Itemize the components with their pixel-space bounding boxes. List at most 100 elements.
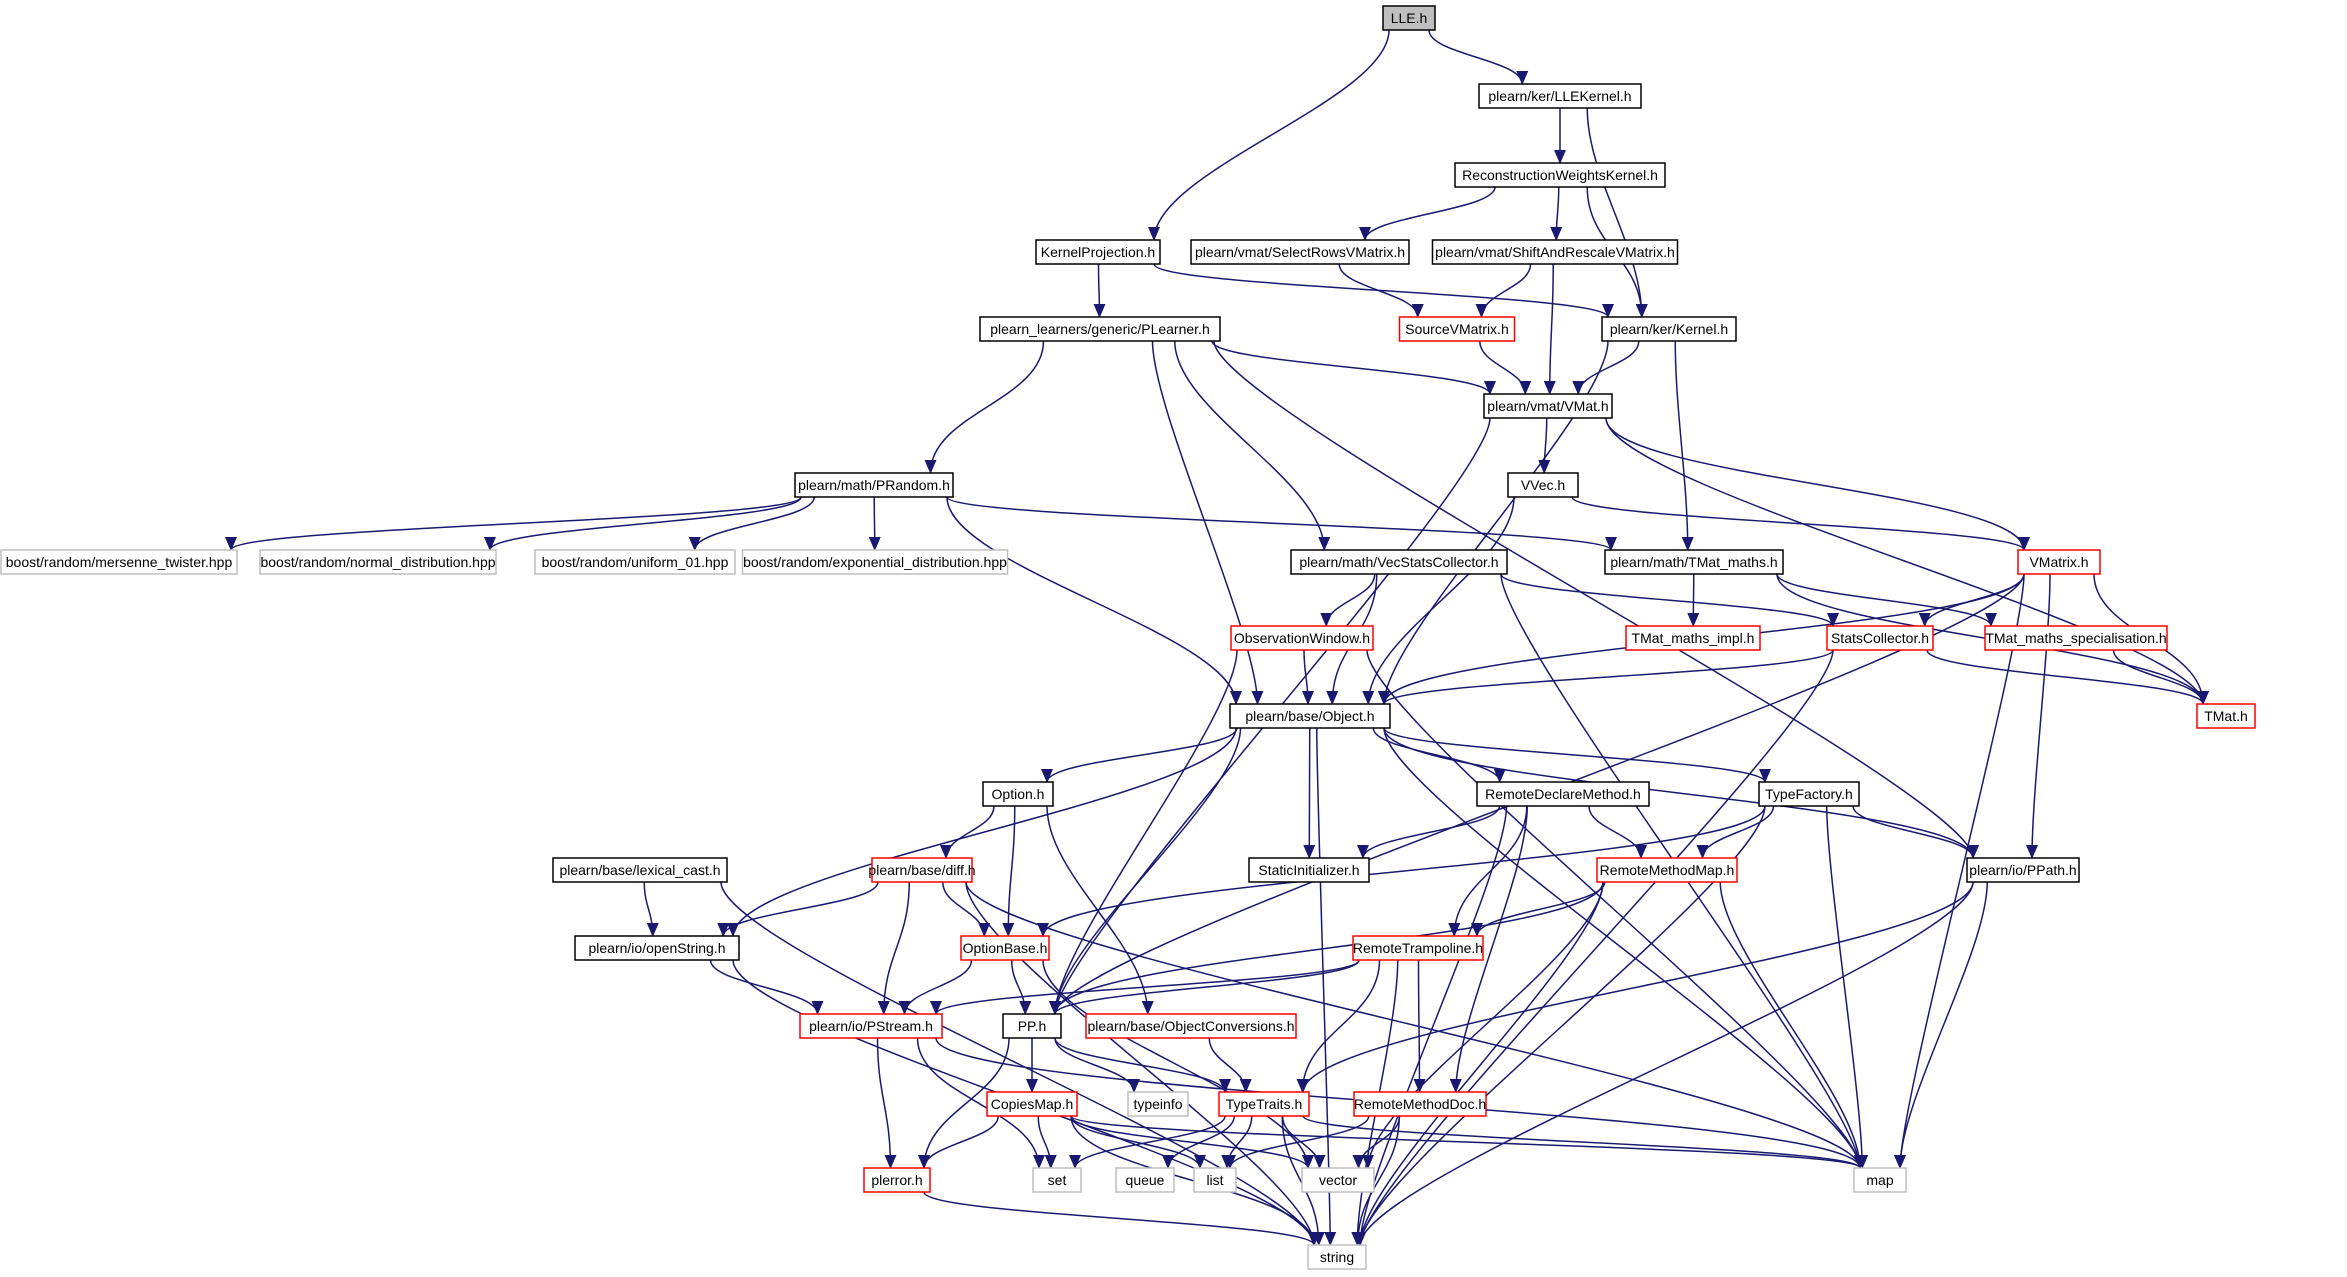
- node-tmatimpl[interactable]: TMat_maths_impl.h: [1625, 625, 1761, 651]
- node-vecstats[interactable]: plearn/math/VecStatsCollector.h: [1290, 549, 1508, 575]
- edge-lle-to-kproj: [1148, 29, 1390, 241]
- node-label: plearn_learners/generic/PLearner.h: [990, 321, 1209, 337]
- node-box: [1758, 781, 1860, 807]
- node-remdecl[interactable]: RemoteDeclareMethod.h: [1476, 781, 1650, 807]
- node-remdoc[interactable]: RemoteMethodDoc.h: [1353, 1091, 1487, 1117]
- node-pstream[interactable]: plearn/io/PStream.h: [799, 1013, 943, 1039]
- node-lexcast[interactable]: plearn/base/lexical_cast.h: [552, 857, 728, 883]
- node-vmat[interactable]: plearn/vmat/VMat.h: [1483, 393, 1613, 419]
- edge-copiesmap-to-list: [1070, 1115, 1206, 1169]
- node-label: ReconstructionWeightsKernel.h: [1462, 167, 1658, 183]
- node-remmap[interactable]: RemoteMethodMap.h: [1596, 857, 1738, 883]
- edge-diff-to-pstream: [877, 881, 910, 1015]
- node-map[interactable]: map: [1853, 1167, 1907, 1193]
- edge-tmatspec-to-tmat: [2112, 649, 2209, 705]
- node-label: boost/random/exponential_distribution.hp…: [743, 554, 1007, 570]
- edge-vmatrix-to-ppath: [2026, 573, 2051, 859]
- node-label: LLE.h: [1391, 10, 1428, 26]
- node-tmatmaths[interactable]: plearn/math/TMat_maths.h: [1604, 549, 1784, 575]
- node-box: [1193, 1167, 1237, 1193]
- node-label: SourceVMatrix.h: [1405, 321, 1508, 337]
- node-diff[interactable]: plearn/base/diff.h: [868, 857, 976, 883]
- node-staticinit[interactable]: StaticInitializer.h: [1248, 857, 1370, 883]
- node-openstr[interactable]: plearn/io/openString.h: [574, 935, 740, 961]
- node-shiftres[interactable]: plearn/vmat/ShiftAndRescaleVMatrix.h: [1431, 239, 1679, 265]
- node-string[interactable]: string: [1307, 1244, 1367, 1270]
- node-label: ObservationWindow.h: [1234, 630, 1370, 646]
- edge-lexcast-to-string: [720, 881, 1320, 1246]
- node-ppath[interactable]: plearn/io/PPath.h: [1966, 857, 2080, 883]
- node-lle[interactable]: LLE.h: [1382, 5, 1436, 31]
- node-llekernel[interactable]: plearn/ker/LLEKernel.h: [1478, 83, 1642, 109]
- node-normald[interactable]: boost/random/normal_distribution.hpp: [259, 549, 497, 575]
- edge-diff-to-string: [965, 881, 1320, 1246]
- edge-object-to-typefac: [1383, 727, 1771, 783]
- edge-ppath-to-string: [1354, 881, 1974, 1246]
- node-kernel[interactable]: plearn/ker/Kernel.h: [1601, 316, 1737, 342]
- node-box: [960, 935, 1050, 961]
- edge-lle-to-llekernel: [1428, 29, 1529, 85]
- edge-sourcevm-to-vmat: [1479, 340, 1532, 395]
- node-tmat[interactable]: TMat.h: [2196, 703, 2256, 729]
- node-remtramp[interactable]: RemoteTrampoline.h: [1352, 935, 1484, 961]
- node-mersenne[interactable]: boost/random/mersenne_twister.hpp: [0, 549, 238, 575]
- node-option[interactable]: Option.h: [982, 781, 1054, 807]
- edge-prandom-to-uniform: [688, 496, 815, 551]
- node-label: CopiesMap.h: [991, 1096, 1074, 1112]
- node-optbase[interactable]: OptionBase.h: [960, 935, 1050, 961]
- node-label: TMat_maths_impl.h: [1632, 630, 1755, 646]
- edge-kernel-to-object: [1378, 340, 1609, 705]
- node-typefac[interactable]: TypeFactory.h: [1758, 781, 1860, 807]
- node-label: OptionBase.h: [963, 940, 1048, 956]
- node-box: [1190, 239, 1410, 265]
- node-label: RemoteMethodMap.h: [1600, 862, 1735, 878]
- node-kproj[interactable]: KernelProjection.h: [1035, 239, 1161, 265]
- node-prandom[interactable]: plearn/math/PRandom.h: [794, 472, 954, 498]
- node-list[interactable]: list: [1193, 1167, 1237, 1193]
- node-vector[interactable]: vector: [1301, 1167, 1375, 1193]
- node-copiesmap[interactable]: CopiesMap.h: [986, 1091, 1078, 1117]
- node-box: [1398, 316, 1516, 342]
- node-obswin[interactable]: ObservationWindow.h: [1230, 625, 1374, 651]
- node-label: queue: [1126, 1172, 1165, 1188]
- node-pp[interactable]: PP.h: [1002, 1013, 1062, 1039]
- node-plearner[interactable]: plearn_learners/generic/PLearner.h: [979, 316, 1221, 342]
- node-typeinfo[interactable]: typeinfo: [1127, 1091, 1189, 1117]
- node-uniform[interactable]: boost/random/uniform_01.hpp: [534, 549, 736, 575]
- node-vmatrix[interactable]: VMatrix.h: [2017, 549, 2101, 575]
- edge-pp-to-typeinfo: [1054, 1037, 1140, 1093]
- node-object[interactable]: plearn/base/Object.h: [1229, 703, 1391, 729]
- node-label: plearn/base/lexical_cast.h: [559, 862, 720, 878]
- edge-option-to-diff: [940, 805, 995, 859]
- edge-copiesmap-to-perror: [918, 1115, 999, 1169]
- edge-option-to-optbase: [1002, 805, 1016, 937]
- edge-plearner-to-object: [1151, 340, 1264, 705]
- node-objconv[interactable]: plearn/base/ObjectConversions.h: [1085, 1013, 1297, 1039]
- node-vvec[interactable]: VVec.h: [1507, 472, 1579, 498]
- node-typetraits[interactable]: TypeTraits.h: [1218, 1091, 1310, 1117]
- edge-prandom-to-normald: [484, 496, 802, 551]
- edge-typefac-to-map: [1826, 805, 1869, 1169]
- node-perror[interactable]: plerror.h: [863, 1167, 931, 1193]
- node-sourcevm[interactable]: SourceVMatrix.h: [1398, 316, 1516, 342]
- node-label: plearn/io/PPath.h: [1969, 862, 2076, 878]
- edge-remdecl-to-remdoc: [1449, 805, 1528, 1093]
- edge-remdoc-to-string: [1351, 1115, 1400, 1246]
- edge-remtramp-to-pstream: [930, 959, 1360, 1015]
- edge-object-to-string: [1316, 727, 1337, 1246]
- node-set[interactable]: set: [1032, 1167, 1082, 1193]
- node-queue[interactable]: queue: [1115, 1167, 1175, 1193]
- node-box: [799, 1013, 943, 1039]
- node-expd[interactable]: boost/random/exponential_distribution.hp…: [741, 549, 1009, 575]
- edge-typetraits-to-queue: [1162, 1115, 1235, 1169]
- node-tmatspec[interactable]: TMat_maths_specialisation.h: [1984, 625, 2168, 651]
- edge-vvec-to-object: [1362, 496, 1515, 705]
- node-label: list: [1206, 1172, 1223, 1188]
- edge-copiesmap-to-string: [1070, 1115, 1320, 1246]
- node-box: [1085, 1013, 1297, 1039]
- node-label: boost/random/uniform_01.hpp: [542, 554, 729, 570]
- node-selrows[interactable]: plearn/vmat/SelectRowsVMatrix.h: [1190, 239, 1410, 265]
- edge-kernel-to-vmat: [1572, 340, 1640, 395]
- node-statscol[interactable]: StatsCollector.h: [1826, 625, 1934, 651]
- node-recon[interactable]: ReconstructionWeightsKernel.h: [1454, 162, 1666, 188]
